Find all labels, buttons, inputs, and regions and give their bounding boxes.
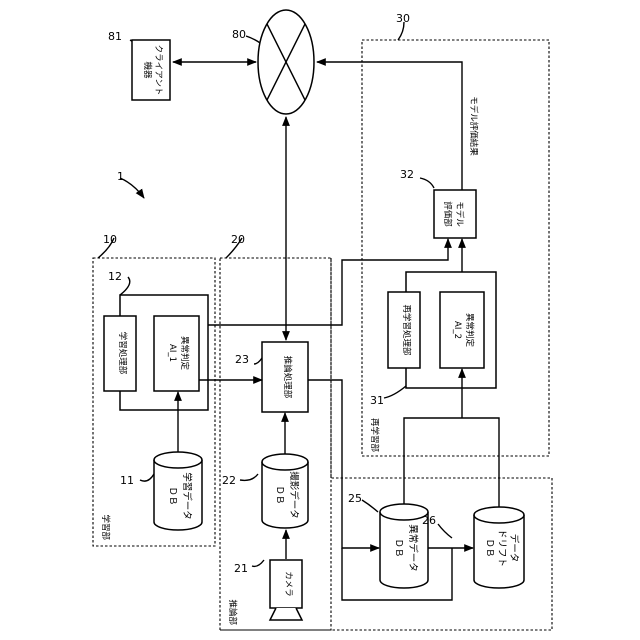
- eval-result-label: モデル評価結果: [468, 96, 479, 156]
- ref-learning-db: 11: [120, 474, 134, 487]
- anomaly-db-label-1: 異常データ: [407, 524, 419, 572]
- drift-db-to-relearning-path: [462, 418, 499, 507]
- ref-system-1: 1: [117, 170, 124, 183]
- client-label-1: クライアント: [153, 45, 163, 96]
- drift-db-label-1: データ: [508, 534, 520, 563]
- camera-label: カメラ: [283, 571, 293, 597]
- ref-network: 80: [232, 28, 246, 41]
- eval-label-2: 評価部: [442, 201, 453, 227]
- learning-processor-label: 学習処理部: [117, 332, 128, 375]
- ref-leader-11: [140, 474, 154, 481]
- ai2-label-2: AI_2: [452, 321, 462, 339]
- ref-inference-processor: 23: [235, 353, 249, 366]
- ref-leader-25: [362, 500, 378, 512]
- ref-inference-unit: 20: [231, 233, 245, 246]
- ref-leader-22: [240, 474, 258, 480]
- ai1-label-1: 異常判定: [179, 336, 190, 371]
- ref-eval: 32: [400, 168, 414, 181]
- ref-drift-db: 26: [422, 514, 436, 527]
- photo-db-label-2: ＤＢ: [274, 485, 285, 504]
- ref-photo-db: 22: [222, 474, 236, 487]
- ref-client: 81: [108, 30, 122, 43]
- learning-db-label-2: ＤＢ: [167, 486, 178, 505]
- eval-label-1: モデル: [454, 201, 465, 227]
- ref-relearning-unit: 30: [396, 12, 410, 25]
- ref-learning-inner: 12: [108, 270, 122, 283]
- client-label-2: 機器: [142, 61, 153, 79]
- ref-anomaly-db: 25: [348, 492, 362, 505]
- inference-to-anomaly-db-arrow: [308, 380, 379, 548]
- network-node: [258, 10, 314, 114]
- ref-leader-31: [384, 386, 406, 398]
- ref-leader-26: [438, 524, 452, 538]
- ref-leader-23: [254, 358, 262, 364]
- eval-to-network-arrow: [317, 62, 462, 190]
- learning-unit-name: 学習部: [100, 514, 111, 540]
- ref-camera: 21: [234, 562, 248, 575]
- ai1-label-2: AI_1: [167, 344, 177, 362]
- relearning-unit-boundary: [362, 40, 549, 456]
- ref-relearning-inner: 31: [370, 394, 384, 407]
- ai2-label-1: 異常判定: [464, 313, 475, 348]
- anomaly-db-to-relearning-path: [404, 418, 462, 504]
- drift-db-label-3: ＤＢ: [484, 538, 495, 557]
- learning-db-label-1: 学習データ: [181, 472, 193, 520]
- photo-db-label-1: 撮影データ: [288, 471, 300, 519]
- ref-leader-32: [420, 178, 434, 188]
- inference-processor-label: 推論処理部: [282, 356, 293, 399]
- ref-learning-unit: 10: [103, 233, 117, 246]
- drift-db-label-2: ドリフト: [496, 529, 507, 567]
- relearning-unit-name: 再学習部: [369, 418, 380, 453]
- ref-leader-21: [252, 560, 264, 566]
- inference-unit-name: 推論部: [227, 599, 238, 625]
- relearning-processor-label: 再学習処理部: [401, 304, 412, 356]
- anomaly-db-label-2: ＤＢ: [393, 538, 404, 557]
